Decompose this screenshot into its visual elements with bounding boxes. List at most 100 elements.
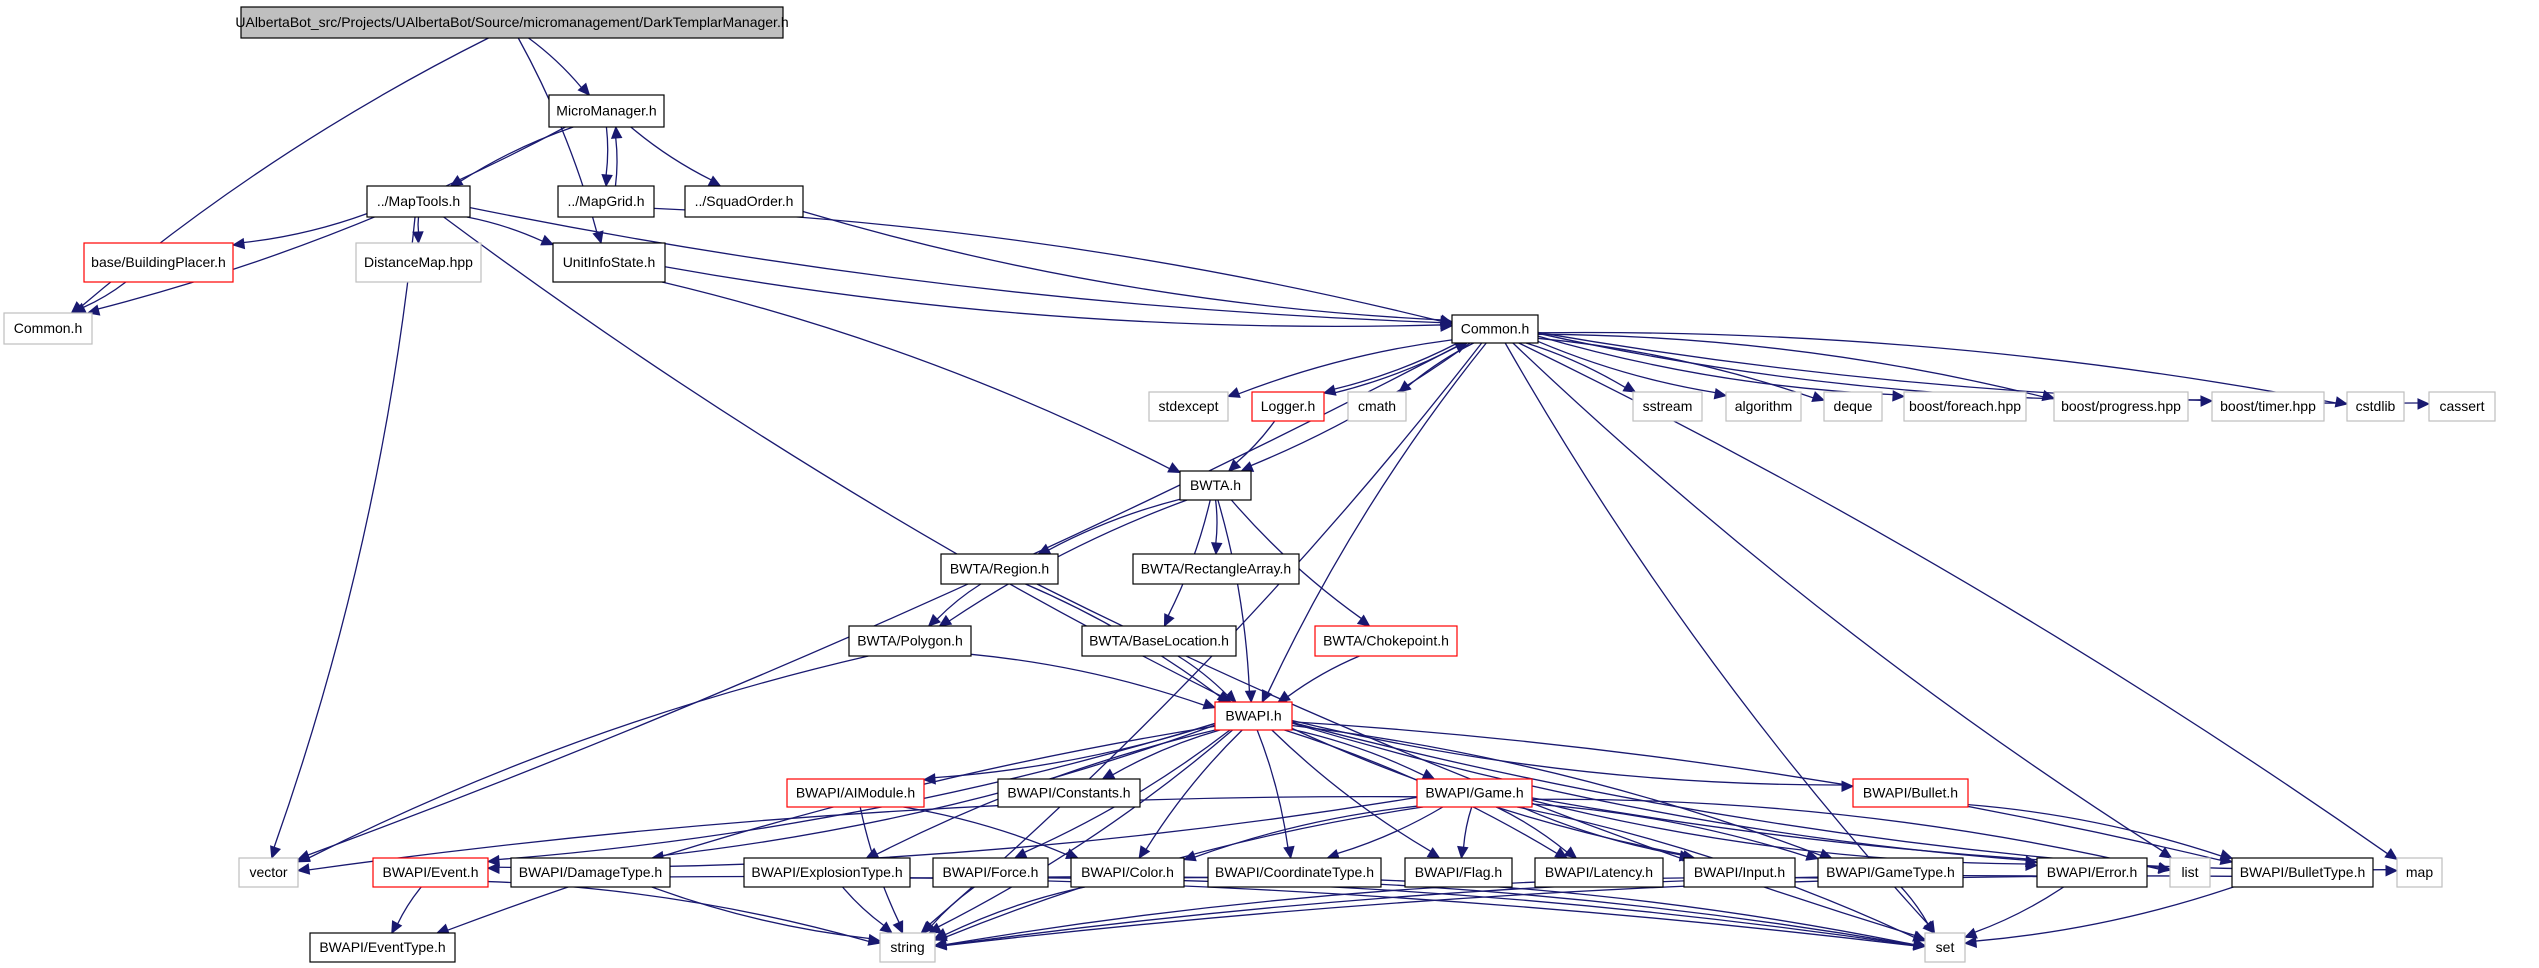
node-coordinatetype[interactable]: BWAPI/CoordinateType.h <box>1207 857 1382 888</box>
arrowhead-icon <box>2384 847 2398 860</box>
node-common_missing[interactable]: Common.h <box>3 312 93 345</box>
edge-line <box>273 216 416 848</box>
node-eventtype[interactable]: BWAPI/EventType.h <box>309 932 456 963</box>
node-buildingplacer[interactable]: base/BuildingPlacer.h <box>83 242 234 283</box>
node-label: cassert <box>2439 398 2484 414</box>
edge-line <box>487 880 870 943</box>
node-event[interactable]: BWAPI/Event.h <box>372 857 489 888</box>
edge-bwta-to-rectarray <box>1210 499 1223 556</box>
node-map[interactable]: map <box>2396 857 2443 888</box>
node-box <box>2211 391 2325 422</box>
node-vector[interactable]: vector <box>238 857 299 888</box>
edge-common-to-logger <box>1322 342 1458 396</box>
node-error[interactable]: BWAPI/Error.h <box>2036 857 2148 888</box>
node-explosiontype[interactable]: BWAPI/ExplosionType.h <box>743 857 911 888</box>
node-polygon[interactable]: BWTA/Polygon.h <box>848 625 972 657</box>
node-box <box>355 242 482 283</box>
node-game[interactable]: BWAPI/Game.h <box>1416 778 1533 808</box>
edge-line <box>651 886 870 940</box>
edge-line <box>1291 724 1822 856</box>
node-list[interactable]: list <box>2169 857 2211 888</box>
node-chokepoint[interactable]: BWTA/Chokepoint.h <box>1314 625 1458 657</box>
node-label: BWAPI/Constants.h <box>1007 785 1130 801</box>
edge-line <box>936 583 982 620</box>
node-label: ../MapGrid.h <box>567 193 644 209</box>
edge-bwta-to-bwapi <box>1217 499 1257 704</box>
node-cassert[interactable]: cassert <box>2428 391 2496 422</box>
node-box <box>366 185 471 218</box>
arrowhead-icon <box>1421 768 1436 780</box>
node-foreach[interactable]: boost/foreach.hpp <box>1903 391 2027 422</box>
node-unitinfostate[interactable]: UnitInfoState.h <box>552 242 666 283</box>
node-mapgrid[interactable]: ../MapGrid.h <box>557 185 655 218</box>
node-bullettype[interactable]: BWAPI/BulletType.h <box>2231 857 2374 888</box>
edge-line <box>1496 806 1568 853</box>
node-box <box>1214 701 1293 731</box>
arrowhead-icon <box>1244 690 1257 704</box>
node-box <box>2231 857 2374 888</box>
node-box <box>1404 857 1513 888</box>
edge-line <box>469 206 1442 324</box>
node-label: BWAPI/Event.h <box>383 864 479 880</box>
node-baselocation[interactable]: BWTA/BaseLocation.h <box>1081 625 1237 657</box>
node-label: list <box>2181 864 2198 880</box>
node-set[interactable]: set <box>1924 932 1966 963</box>
node-color[interactable]: BWAPI/Color.h <box>1070 857 1185 888</box>
edge-line <box>1537 333 2044 398</box>
node-logger[interactable]: Logger.h <box>1251 391 1325 422</box>
node-stdexcept[interactable]: stdexcept <box>1148 391 1229 422</box>
node-bwta[interactable]: BWTA.h <box>1179 470 1252 501</box>
node-label: BWTA/Polygon.h <box>857 633 963 649</box>
node-bwapi[interactable]: BWAPI.h <box>1214 701 1293 731</box>
edge-mapgrid-to-micromanager <box>610 125 623 187</box>
edge-color-to-string <box>933 886 1086 939</box>
node-layer: UAlbertaBot_src/Projects/UAlbertaBot/Sou… <box>3 6 2496 963</box>
node-box <box>372 857 489 888</box>
node-common[interactable]: Common.h <box>1451 314 1539 344</box>
node-distancemap[interactable]: DistanceMap.hpp <box>355 242 482 283</box>
node-box <box>1148 391 1229 422</box>
node-deque[interactable]: deque <box>1823 391 1883 422</box>
edge-polygon-to-vector <box>296 655 869 863</box>
node-bullet[interactable]: BWAPI/Bullet.h <box>1852 778 1969 808</box>
node-label: BWAPI/Flag.h <box>1415 864 1502 880</box>
node-micromanager[interactable]: MicroManager.h <box>548 94 665 128</box>
arrowhead-icon <box>1356 614 1371 627</box>
node-latency[interactable]: BWAPI/Latency.h <box>1534 857 1664 888</box>
node-input[interactable]: BWAPI/Input.h <box>1683 857 1796 888</box>
node-box <box>3 312 93 345</box>
node-label: BWAPI/Color.h <box>1081 864 1174 880</box>
arrowhead-icon <box>1811 391 1826 403</box>
node-region[interactable]: BWTA/Region.h <box>940 553 1059 585</box>
node-root[interactable]: UAlbertaBot_src/Projects/UAlbertaBot/Sou… <box>235 6 789 39</box>
node-damagetype[interactable]: BWAPI/DamageType.h <box>510 857 671 888</box>
node-algorithm[interactable]: algorithm <box>1725 391 1802 422</box>
node-constants[interactable]: BWAPI/Constants.h <box>997 778 1141 808</box>
edge-line <box>945 886 1086 936</box>
edge-line <box>83 281 127 308</box>
edge-line <box>1974 886 2064 933</box>
edge-common-to-sstream <box>1525 342 1637 393</box>
arrowhead-icon <box>1210 542 1223 556</box>
edge-unitinfostate-to-common <box>664 266 1454 332</box>
arrowhead-icon <box>486 854 500 867</box>
node-rectarray[interactable]: BWTA/RectangleArray.h <box>1132 553 1300 585</box>
edge-aimodule-to-color <box>903 806 1080 859</box>
node-progress[interactable]: boost/progress.hpp <box>2053 391 2189 422</box>
edge-line <box>1238 339 1453 395</box>
node-aimodule[interactable]: BWAPI/AIModule.h <box>786 778 925 808</box>
node-cstdlib[interactable]: cstdlib <box>2346 391 2405 422</box>
node-flag[interactable]: BWAPI/Flag.h <box>1404 857 1513 888</box>
node-maptools[interactable]: ../MapTools.h <box>366 185 471 218</box>
node-string[interactable]: string <box>879 932 936 963</box>
node-box <box>1416 778 1533 808</box>
node-timer[interactable]: boost/timer.hpp <box>2211 391 2325 422</box>
node-force[interactable]: BWAPI/Force.h <box>932 857 1049 888</box>
node-gametype[interactable]: BWAPI/GameType.h <box>1817 857 1964 888</box>
node-sstream[interactable]: sstream <box>1632 391 1703 422</box>
edge-logger-to-common <box>1331 342 1469 395</box>
node-squadorder[interactable]: ../SquadOrder.h <box>684 185 804 218</box>
node-box <box>1903 391 2027 422</box>
node-cmath[interactable]: cmath <box>1347 391 1407 422</box>
